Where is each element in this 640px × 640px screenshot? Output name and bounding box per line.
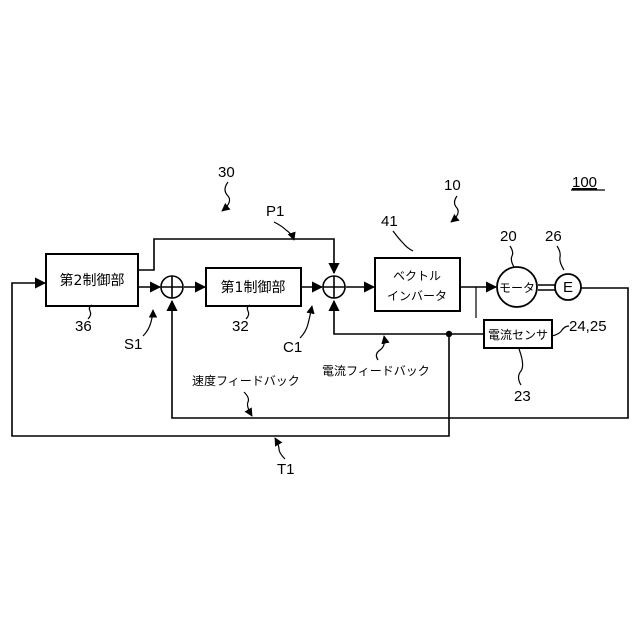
first-controller-label: 第1制御部 bbox=[221, 279, 286, 296]
leader-current-feedback bbox=[376, 336, 384, 360]
encoder-label: E bbox=[563, 279, 573, 296]
leader-c1 bbox=[300, 306, 312, 338]
ref-36: 36 bbox=[75, 318, 92, 335]
leader-32 bbox=[246, 305, 250, 319]
leader-t1 bbox=[275, 438, 285, 459]
motor-label: モータ bbox=[499, 281, 535, 295]
leader-10 bbox=[451, 196, 458, 222]
inverter-label-line1: ベクトル bbox=[393, 269, 441, 283]
leader-30 bbox=[222, 182, 230, 211]
leader-23 bbox=[519, 349, 523, 385]
leader-p1 bbox=[274, 222, 294, 240]
leader-20 bbox=[510, 246, 514, 267]
ref-32: 32 bbox=[232, 318, 249, 335]
summing-junction-2 bbox=[323, 276, 345, 298]
label-c1: C1 bbox=[283, 339, 302, 356]
ref-24-25: 24,25 bbox=[569, 318, 607, 335]
label-s1: S1 bbox=[124, 336, 142, 353]
current-sensor-label: 電流センサ bbox=[488, 328, 548, 342]
leader-speed-feedback bbox=[244, 392, 252, 416]
vector-inverter-block bbox=[375, 258, 460, 311]
ref-30: 30 bbox=[218, 164, 235, 181]
speed-feedback-label: 速度フィードバック bbox=[192, 373, 300, 388]
label-p1: P1 bbox=[266, 203, 284, 220]
summing-junction-1 bbox=[161, 276, 183, 298]
ref-20: 20 bbox=[500, 228, 517, 245]
junction-dot bbox=[446, 331, 452, 337]
current-feedback-label: 電流フィードバック bbox=[322, 364, 430, 378]
leader-41 bbox=[393, 231, 413, 251]
leader-36 bbox=[88, 305, 92, 319]
figure-ref-100: 100 bbox=[572, 174, 597, 191]
ref-10: 10 bbox=[444, 177, 461, 194]
inverter-label-line2: インバータ bbox=[387, 289, 447, 303]
leader-24-25 bbox=[552, 326, 569, 336]
label-t1: T1 bbox=[277, 461, 295, 478]
second-controller-label: 第2制御部 bbox=[60, 272, 125, 289]
ref-41: 41 bbox=[381, 213, 398, 230]
leader-s1 bbox=[143, 310, 153, 336]
leader-26 bbox=[557, 246, 564, 270]
ref-26: 26 bbox=[545, 228, 562, 245]
ref-23: 23 bbox=[514, 388, 531, 405]
